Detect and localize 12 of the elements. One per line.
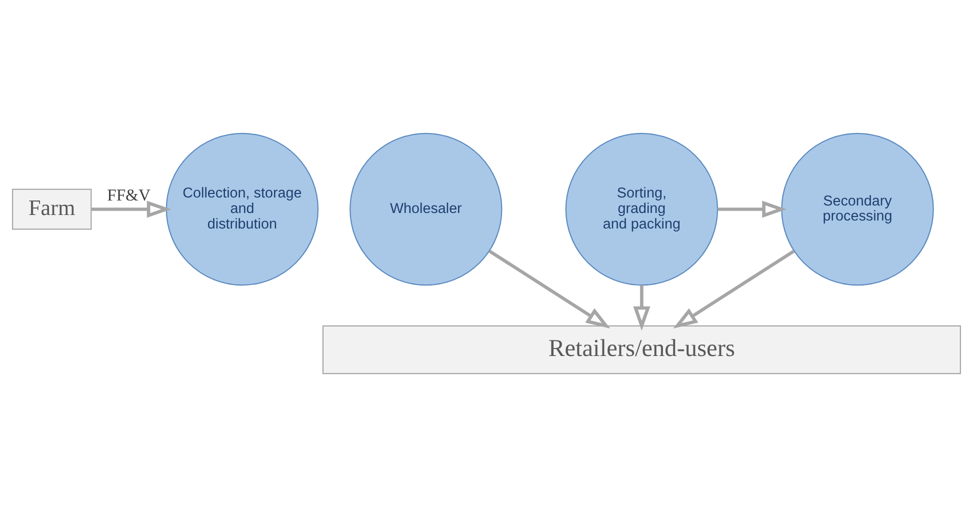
edge-label: FF&V (107, 184, 150, 204)
arrow (488, 249, 610, 328)
arrow (91, 200, 172, 218)
node-circle: Wholesaler (350, 132, 502, 286)
node-circle: Collection, storage and distribution (166, 132, 319, 286)
node-box: Retailers/end-users (322, 324, 961, 374)
arrow (673, 249, 795, 328)
arrow (633, 284, 650, 330)
node-circle: Secondary processing (781, 132, 934, 286)
arrow (718, 200, 787, 218)
node-box: Farm (12, 188, 92, 230)
node-circle: Sorting, grading and packing (565, 132, 718, 286)
